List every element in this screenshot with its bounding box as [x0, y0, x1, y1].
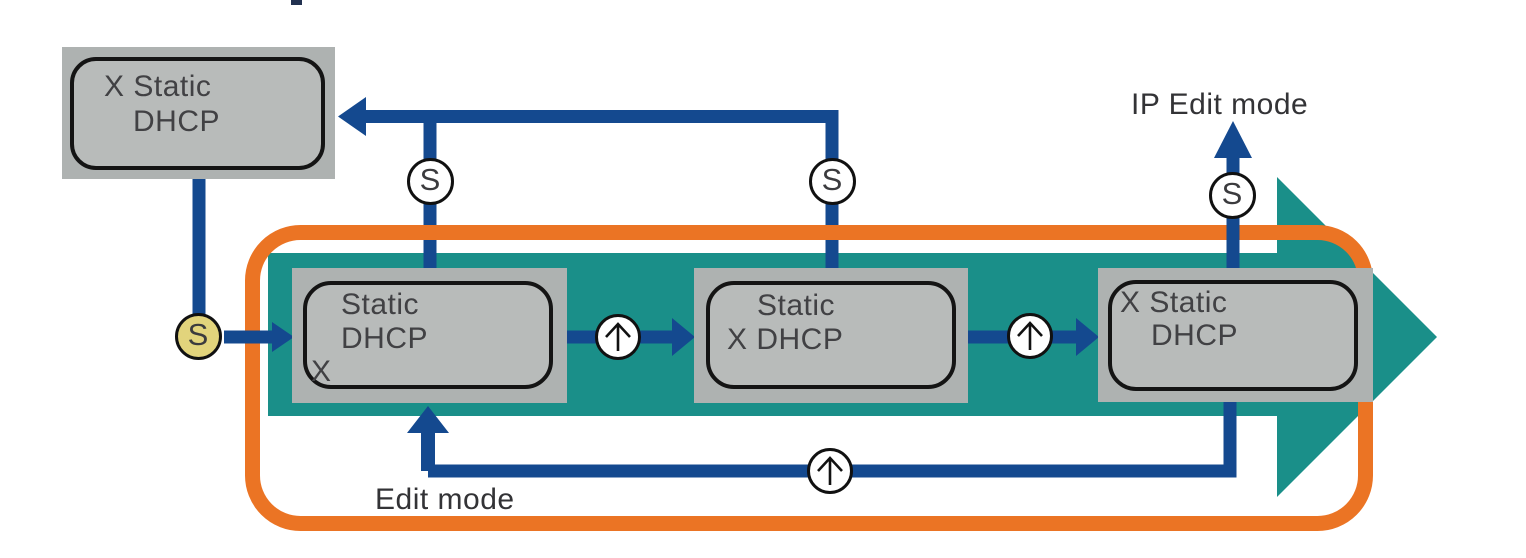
state2-box-border — [706, 281, 956, 389]
ip-edit-mode-label: IP Edit mode — [1131, 88, 1309, 121]
state3-line2: DHCP — [1151, 319, 1239, 352]
up-arrow-button-icon-1 — [595, 314, 641, 360]
previous-state-box — [62, 47, 335, 179]
previous-box-line2: DHCP — [133, 105, 221, 138]
s-letter: S — [821, 161, 843, 197]
state1-line2: DHCP — [341, 322, 429, 355]
up-arrow-button-icon-3 — [807, 448, 853, 494]
state3-box — [1098, 268, 1373, 402]
entry-line — [224, 330, 274, 344]
s-letter: S — [187, 316, 209, 352]
state1-cursor-x: X — [311, 355, 332, 388]
top-return-line — [363, 110, 838, 123]
arrowhead-left — [338, 97, 366, 136]
s-letter: S — [419, 161, 441, 197]
state1-box — [292, 268, 567, 403]
state1-line1: Static — [341, 288, 420, 321]
up-arrow-glyph — [817, 456, 843, 485]
state2-line2: X DHCP — [727, 323, 844, 356]
s-button-icon-state1: S — [406, 157, 454, 205]
state3-line1: X Static — [1120, 286, 1228, 319]
state2-box — [694, 268, 968, 403]
s-button-icon-exit: S — [1208, 171, 1256, 219]
bottom-up-shaft — [421, 431, 435, 471]
cropped-text-artifact — [291, 0, 302, 5]
blue-connectors-under — [192, 97, 1237, 478]
previous-box-drop-line — [192, 176, 206, 316]
arrowhead-up-state1 — [407, 406, 449, 433]
s-button-icon-state2: S — [808, 157, 856, 205]
arrowhead-entry — [272, 322, 294, 352]
state2-line1: Static — [757, 289, 836, 322]
previous-box-line1: X Static — [104, 70, 212, 103]
state1-box-border — [303, 281, 553, 389]
s-letter: S — [1221, 175, 1243, 211]
state3-drop-line — [1223, 402, 1237, 472]
arrowhead-state3 — [1076, 318, 1099, 356]
arrowhead-state2 — [672, 318, 695, 356]
state3-box-border — [1108, 280, 1358, 391]
arrowhead-ip-edit — [1214, 121, 1252, 158]
previous-state-box-border — [70, 57, 325, 170]
up-arrow-glyph — [1017, 321, 1043, 350]
up-arrow-glyph — [605, 322, 631, 351]
up-arrow-button-icon-2 — [1007, 313, 1053, 359]
s-button-icon-entry: S — [174, 312, 222, 360]
edit-mode-label: Edit mode — [375, 483, 515, 516]
